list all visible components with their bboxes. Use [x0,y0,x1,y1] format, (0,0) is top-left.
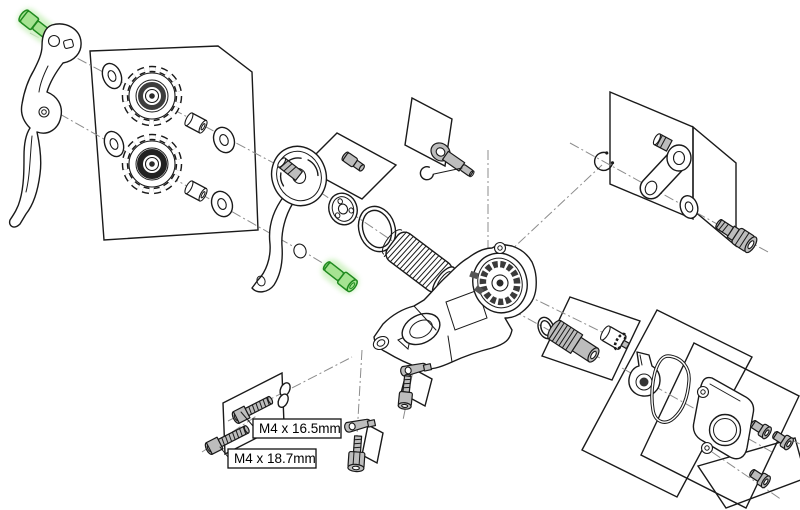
panel-gasket-group [581,309,753,498]
spring-cover [328,192,358,226]
b-bolt [715,219,758,254]
panel-cable-anchor [404,96,453,168]
inner-cage-plate [251,145,328,293]
guide-pulley [121,65,183,127]
label-bolt-16-5: M4 x 16.5mm [240,411,342,439]
barrel-adjuster [547,319,600,363]
ratchet-pawl [600,325,630,351]
gasket [650,354,691,424]
m4-bolt-18-7 [204,425,250,455]
panel-cover-plate [640,342,800,509]
pulley-bushing-2 [184,180,208,202]
clamp-washer-upper [400,362,433,377]
clamp-washer-lower [344,418,377,433]
pulley-bushing-1 [184,112,208,134]
m4-bolt-16-5 [231,395,274,424]
clamp-bolt-lower [347,435,366,473]
anchor-retaining-clip [419,166,435,181]
pulley-washer-2 [212,126,236,154]
pulley-washer-3 [103,130,125,158]
b-link [639,133,692,200]
cover-plate [692,376,755,460]
outer-cage-plate [8,23,82,228]
b-washer [679,195,699,219]
pulley-washer-1 [101,62,123,90]
limit-screw [341,151,365,172]
wire-clip [277,382,291,409]
pulley-washer-4 [210,190,234,218]
label-bolt-18-7: M4 x 18.7mm [219,446,317,469]
cage-bolt-lower-highlight [321,258,359,294]
panel-b-link-left [609,90,694,221]
clamp-bolt-upper [397,373,413,410]
label-bolt-16-5-text: M4 x 16.5mm [259,421,341,436]
panel-cover-screws [696,437,800,509]
cable-anchor-washer [430,142,475,178]
tension-pulley [121,133,183,195]
b-circlip [593,151,615,172]
cover-screw-b [772,430,794,451]
label-bolt-18-7-text: M4 x 18.7mm [234,451,316,466]
panel-pulley-box [89,45,259,241]
cover-screw-a [750,419,772,440]
cover-screw-c [749,468,771,489]
panel-anchor-bolt-lower [361,423,384,465]
